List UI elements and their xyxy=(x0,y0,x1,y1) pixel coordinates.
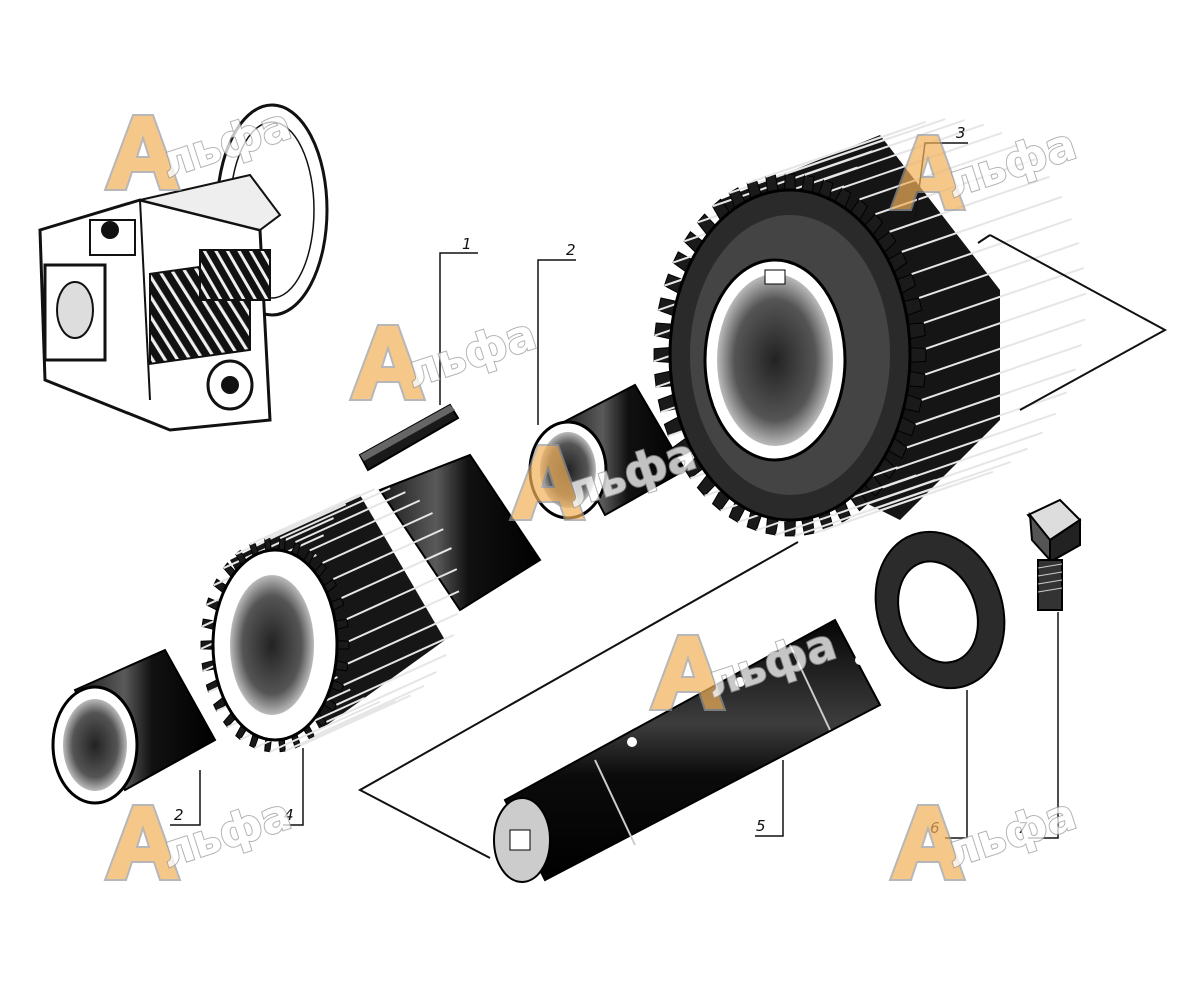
gear-tooth-rib xyxy=(915,368,1076,426)
bushing-part-2-lower xyxy=(51,648,217,805)
gear-tooth-rib xyxy=(901,195,1063,253)
gear-tooth-rib xyxy=(299,694,411,747)
gear-tooth-rib xyxy=(322,512,433,564)
watermark-letter-icon xyxy=(103,804,182,881)
gear-tooth-rib xyxy=(895,412,1057,470)
gear-tooth-rib xyxy=(313,684,425,737)
gear-tooth-rib xyxy=(346,568,458,621)
gear-tooth-rib xyxy=(823,123,985,181)
gear-tooth-rib xyxy=(794,479,956,537)
watermark-letter-icon xyxy=(348,324,427,401)
gear-tooth-rib xyxy=(921,343,1083,401)
leader-lines xyxy=(170,142,1059,839)
callout-3: 3 xyxy=(956,124,966,142)
gear-tooth-rib xyxy=(264,488,376,540)
gear-tooth-rib xyxy=(784,118,946,176)
gear-tooth-rib xyxy=(249,493,361,546)
watermark-letter-icon xyxy=(103,114,182,191)
callout-4: 4 xyxy=(284,806,294,824)
gear-tooth-rib xyxy=(279,487,391,540)
gear-tooth-rib xyxy=(332,528,444,581)
callout-5: 5 xyxy=(756,817,766,835)
watermark-letter-icon xyxy=(648,634,727,711)
gear-tooth-rib xyxy=(918,242,1080,299)
gear-tooth-rib xyxy=(347,612,459,665)
gear-tooth-rib xyxy=(889,175,1050,233)
gear-tooth-rib xyxy=(765,120,927,178)
gear-tooth-rib xyxy=(284,700,396,752)
callout-2-lower: 2 xyxy=(174,806,184,824)
watermark-logo: льфа xyxy=(888,788,1083,881)
gear-tooth xyxy=(336,640,350,650)
watermark-letter-icon xyxy=(888,804,967,881)
key-part-1 xyxy=(358,403,460,472)
callout-2-upper: 2 xyxy=(566,241,576,259)
gear-tooth-rib xyxy=(925,292,1087,350)
gear-tooth-rib xyxy=(911,218,1072,276)
gear-tooth-rib xyxy=(325,671,437,723)
watermark-logo: льфа xyxy=(348,308,543,401)
gear-tooth-rib xyxy=(923,267,1085,324)
watermark-logo: льфа xyxy=(103,788,298,881)
gear-tooth-rib xyxy=(804,119,965,176)
watermark-letter-icon xyxy=(888,134,967,211)
gear-tooth-rib xyxy=(906,391,1068,449)
gear-tooth-rib xyxy=(924,318,1086,376)
gear-tooth-rib xyxy=(269,700,381,753)
watermark-letter-icon xyxy=(508,444,587,521)
pinion-gear-part-4 xyxy=(200,453,542,753)
gearbox-assembly xyxy=(38,103,329,432)
callout-7: 7 xyxy=(1018,819,1028,837)
assembly-guide-lines xyxy=(357,234,1168,859)
gear-tooth-rib xyxy=(309,499,421,552)
gear-tooth-rib xyxy=(343,634,455,686)
gear-tooth xyxy=(784,173,796,191)
watermark-text: льфа xyxy=(155,789,298,879)
callout-1: 1 xyxy=(462,235,472,253)
large-gear-part-3 xyxy=(653,118,1087,537)
gear-tooth-rib xyxy=(348,590,460,643)
gear-tooth-rib xyxy=(341,547,452,599)
gear-tooth-rib xyxy=(294,491,406,544)
gear-tooth-rib xyxy=(813,477,975,535)
washer-part-6 xyxy=(874,530,1006,690)
gear-tooth-rib xyxy=(775,479,936,536)
watermark-text: льфа xyxy=(400,309,543,399)
bolt-part-7 xyxy=(1026,498,1082,611)
gear-tooth-rib xyxy=(335,653,447,706)
shaft-part-5 xyxy=(493,618,882,883)
watermark-text: льфа xyxy=(940,789,1083,879)
gear-tooth xyxy=(909,347,927,363)
